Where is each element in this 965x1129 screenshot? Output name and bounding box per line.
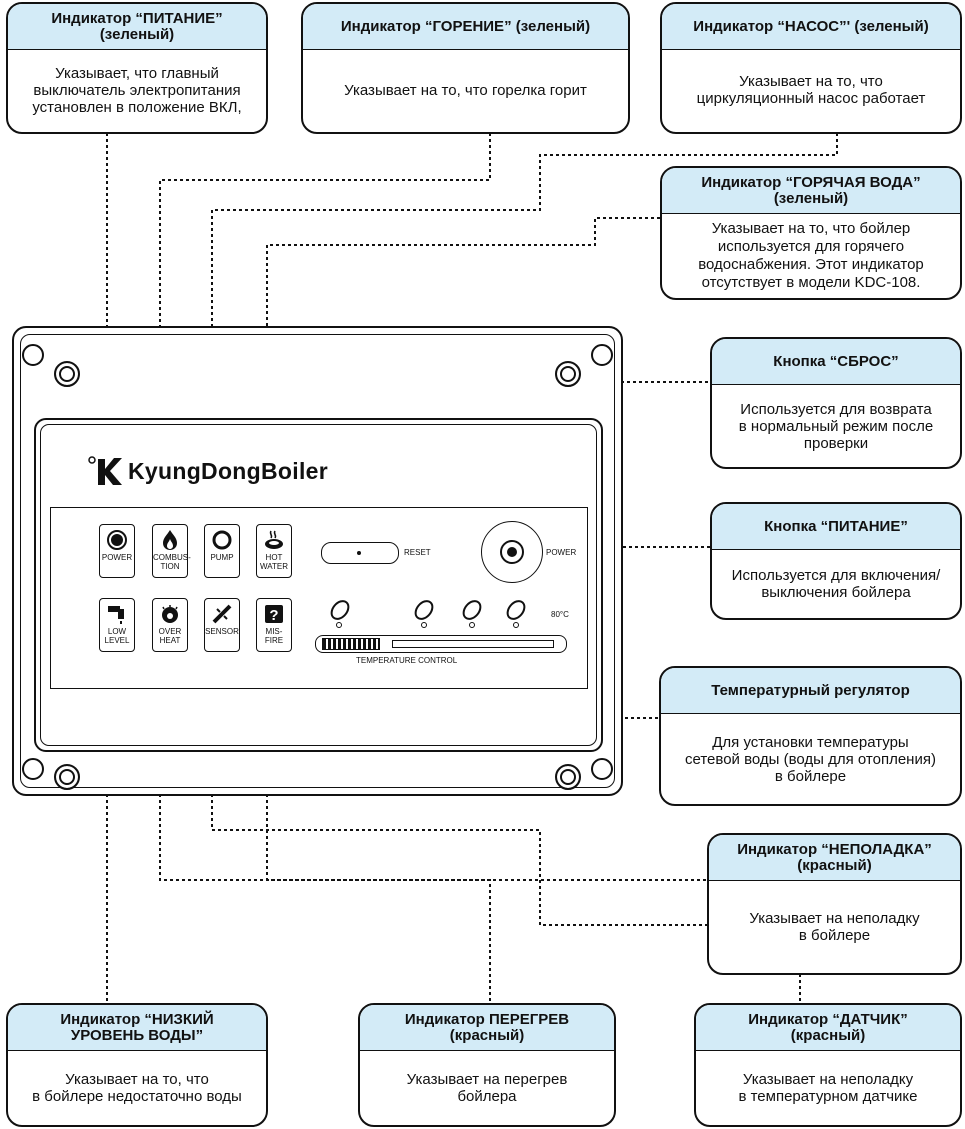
indicator-misfire-label: MIS- FIRE xyxy=(264,627,284,645)
callout-low-level-indicator: Индикатор “НИЗКИЙ УРОВЕНЬ ВОДЫ” Указывае… xyxy=(6,1003,268,1127)
callout-body: Указывает на то, что в бойлере недостато… xyxy=(32,1071,242,1105)
callout-power-button: Кнопка “ПИТАНИЕ” Используется для включе… xyxy=(710,502,962,620)
kd-logo-icon xyxy=(88,456,122,485)
callout-body: Используется для включения/ выключения б… xyxy=(731,567,941,601)
screw-icon xyxy=(22,758,44,780)
mount-hole-icon xyxy=(555,764,581,790)
mount-hole-icon xyxy=(555,361,581,387)
callout-body: Для установки температуры сетевой воды (… xyxy=(685,733,936,785)
indicator-sensor: SENSOR xyxy=(204,598,240,652)
screw-icon xyxy=(591,344,613,366)
callout-misfire-indicator: Индикатор “НЕПОЛАДКА” (красный) Указывае… xyxy=(707,833,962,975)
reset-button-dot xyxy=(357,551,361,555)
temp-mark-icon xyxy=(330,600,350,628)
indicator-hot-water: HOT WATER xyxy=(256,524,292,578)
reset-label: RESET xyxy=(404,548,431,557)
indicator-low-level: LOW LEVEL xyxy=(99,598,135,652)
temperature-slider-knob[interactable] xyxy=(322,638,380,650)
callout-body: Указывает на неполадку в температурном д… xyxy=(738,1071,918,1105)
indicator-sensor-label: SENSOR xyxy=(205,627,239,636)
indicator-low-level-label: LOW LEVEL xyxy=(104,627,130,645)
power-knob-label: POWER xyxy=(546,548,577,557)
callout-title: Индикатор “НЕПОЛАДКА” (красный) xyxy=(709,835,960,881)
callout-title: Индикатор “НАСОС”' (зеленый) xyxy=(662,4,960,50)
indicator-pump-label: PUMP xyxy=(210,553,234,562)
callout-title: Индикатор ПЕРЕГРЕВ (красный) xyxy=(360,1005,614,1051)
control-box-inner-frame xyxy=(20,334,615,788)
callout-title: Индикатор “ГОРЕНИЕ” (зеленый) xyxy=(303,4,628,50)
hot-water-icon xyxy=(265,530,283,549)
overheat-icon xyxy=(162,605,178,623)
indicator-power-label: POWER xyxy=(101,553,133,562)
power-dot-icon xyxy=(107,530,127,550)
misfire-icon: ? xyxy=(265,605,283,624)
callout-title: Индикатор “ПИТАНИЕ” (зеленый) xyxy=(8,4,266,50)
callout-title: Индикатор “ГОРЯЧАЯ ВОДА” (зеленый) xyxy=(662,168,960,214)
callout-hot-water-indicator: Индикатор “ГОРЯЧАЯ ВОДА” (зеленый) Указы… xyxy=(660,166,962,300)
power-button-inner xyxy=(500,540,524,564)
callout-title: Температурный регулятор xyxy=(661,668,960,714)
callout-title: Индикатор “НИЗКИЙ УРОВЕНЬ ВОДЫ” xyxy=(8,1005,266,1051)
svg-text:?: ? xyxy=(269,607,278,624)
callout-sensor-indicator: Индикатор “ДАТЧИК” (красный) Указывает н… xyxy=(694,1003,962,1127)
screw-icon xyxy=(22,344,44,366)
callout-reset-button: Кнопка “СБРОС” Используется для возврата… xyxy=(710,337,962,469)
callout-title: Индикатор “ДАТЧИК” (красный) xyxy=(696,1005,960,1051)
mount-hole-icon xyxy=(54,361,80,387)
callout-body: Указывает на то, что бойлер используется… xyxy=(698,220,924,291)
callout-power-indicator: Индикатор “ПИТАНИЕ” (зеленый) Указывает,… xyxy=(6,2,268,134)
flame-icon xyxy=(163,530,177,550)
callout-temperature-regulator: Температурный регулятор Для установки те… xyxy=(659,666,962,806)
indicator-overheat: OVER HEAT xyxy=(152,598,188,652)
indicator-combustion-label: COMBUS- TION xyxy=(153,553,191,571)
pump-ring-icon xyxy=(212,530,232,550)
callout-body: Используется для возврата в нормальный р… xyxy=(738,400,934,452)
brand-name: KyungDongBoiler xyxy=(128,457,328,484)
temperature-slider-track[interactable] xyxy=(315,635,567,653)
callout-pump-indicator: Индикатор “НАСОС”' (зеленый) Указывает н… xyxy=(660,2,962,134)
callout-body: Указывает на неполадку в бойлере xyxy=(749,910,920,944)
temperature-control-label: TEMPERATURE CONTROL xyxy=(356,656,458,665)
sensor-icon xyxy=(212,604,232,624)
indicator-overheat-label: OVER HEAT xyxy=(158,627,182,645)
control-box: KyungDongBoiler POWER COMBUS- TION xyxy=(12,326,623,796)
front-panel-inner xyxy=(40,424,597,746)
indicator-misfire: ? MIS- FIRE xyxy=(256,598,292,652)
indicator-power: POWER xyxy=(99,524,135,578)
temp-max-label: 80°C xyxy=(551,610,569,619)
temp-mark-icon xyxy=(414,600,434,628)
leader-pump xyxy=(211,133,838,520)
mount-hole-icon xyxy=(54,764,80,790)
callout-body: Указывает на то, что горелка горит xyxy=(344,81,587,99)
power-button[interactable] xyxy=(481,521,543,583)
indicator-pump: PUMP xyxy=(204,524,240,578)
callout-body: Указывает, что главный выключатель элект… xyxy=(32,64,242,116)
front-panel: KyungDongBoiler POWER COMBUS- TION xyxy=(34,418,603,752)
indicator-hot-water-label: HOT WATER xyxy=(260,553,288,571)
indicator-combustion: COMBUS- TION xyxy=(152,524,191,578)
screw-icon xyxy=(591,758,613,780)
faucet-icon xyxy=(108,606,124,624)
reset-button[interactable] xyxy=(321,542,399,564)
callout-combustion-indicator: Индикатор “ГОРЕНИЕ” (зеленый) Указывает … xyxy=(301,2,630,134)
callout-overheat-indicator: Индикатор ПЕРЕГРЕВ (красный) Указывает н… xyxy=(358,1003,616,1127)
callout-title: Кнопка “СБРОС” xyxy=(712,339,960,385)
temp-level-marks xyxy=(330,600,526,628)
power-button-core xyxy=(507,547,517,557)
indicator-area xyxy=(50,507,588,689)
callout-body: Указывает на перегрев бойлера xyxy=(406,1071,568,1105)
temperature-slider-inner xyxy=(392,640,554,648)
callout-title: Кнопка “ПИТАНИЕ” xyxy=(712,504,960,550)
temp-mark-icon xyxy=(462,600,482,628)
brand-logo: KyungDongBoiler xyxy=(88,454,328,488)
temp-mark-icon xyxy=(506,600,526,628)
callout-body: Указывает на то, что циркуляционный насо… xyxy=(696,73,926,107)
